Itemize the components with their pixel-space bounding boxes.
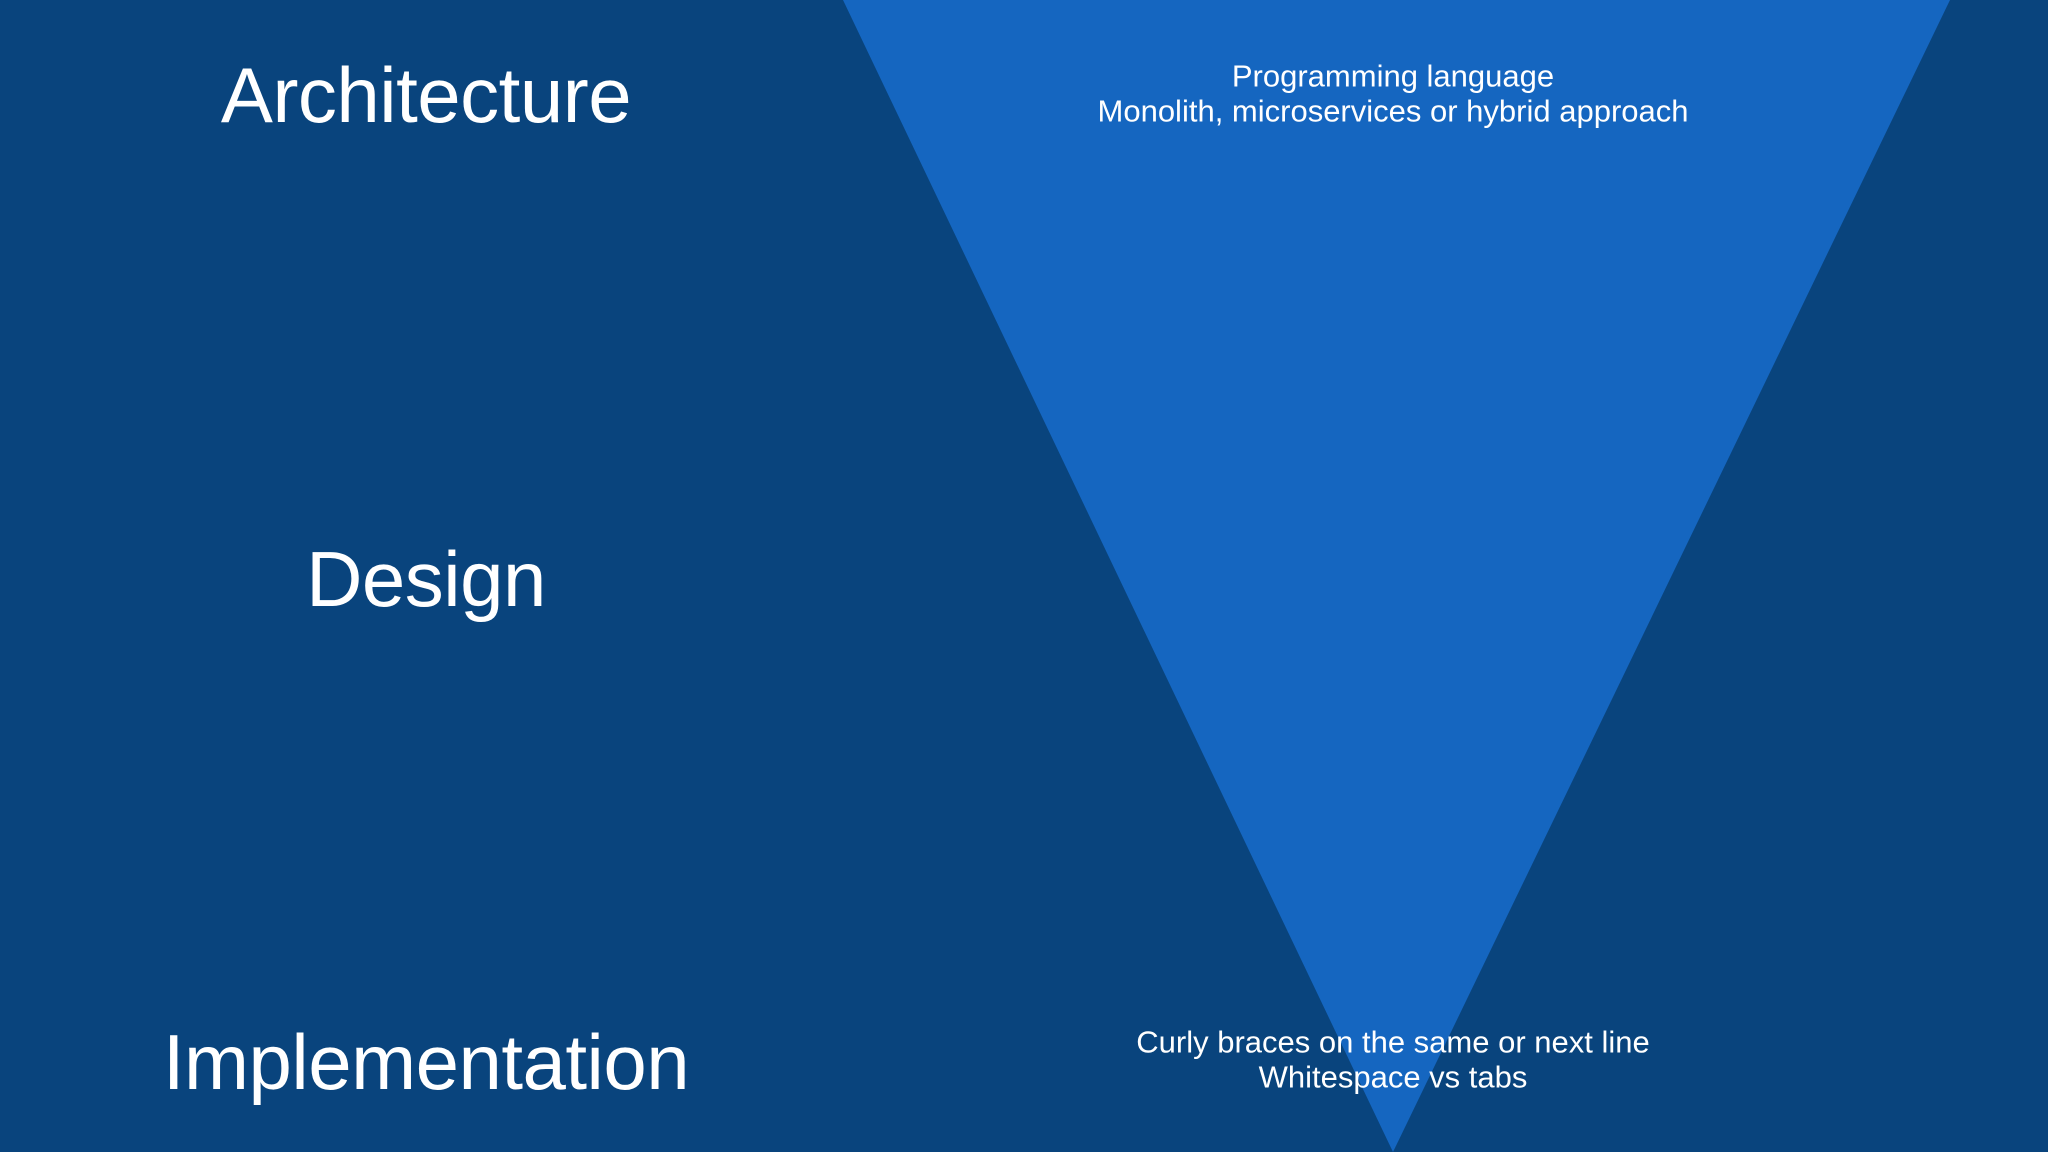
detail-line: Curly braces on the same or next line — [1136, 1024, 1650, 1060]
stage-label-architecture: Architecture — [220, 51, 632, 140]
stage-details-implementation: Curly braces on the same or next line Wh… — [1136, 1025, 1649, 1094]
stage-details-architecture: Programming language Monolith, microserv… — [1098, 59, 1689, 128]
stage-label-implementation: Implementation — [162, 1018, 690, 1107]
stage-label-design: Design — [306, 535, 546, 624]
inverted-triangle-shape — [843, 0, 1950, 1152]
detail-line: Monolith, microservices or hybrid approa… — [1097, 93, 1689, 128]
detail-line: Programming language — [1231, 58, 1555, 94]
detail-line: Whitespace vs tabs — [1258, 1059, 1528, 1094]
